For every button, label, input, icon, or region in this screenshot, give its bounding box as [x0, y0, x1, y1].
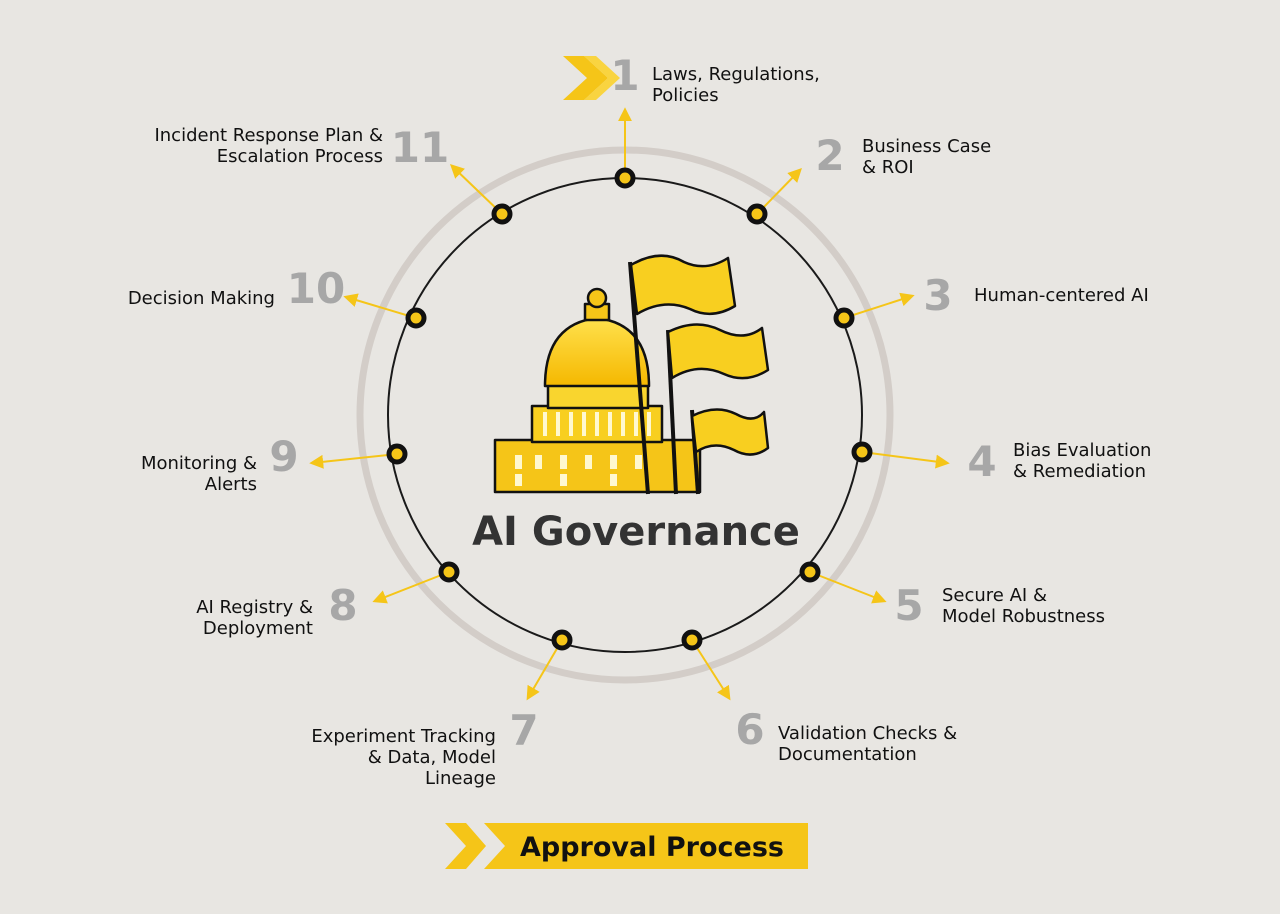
step-7-number: 7: [509, 706, 538, 755]
step-3-label: Human-centered AI: [974, 285, 1149, 306]
step-10-node: [405, 307, 427, 329]
step-9-label: Monitoring &Alerts: [141, 453, 257, 495]
capitol-building-with-flags-icon: [493, 254, 770, 495]
diagram-title: AI Governance: [472, 509, 800, 555]
step-11-number: 11: [391, 123, 449, 172]
step-4-number: 4: [967, 437, 996, 486]
step-10-arrow: [343, 293, 417, 319]
step-9-label-line: Alerts: [205, 474, 257, 495]
step-3-label-line: Human-centered AI: [974, 285, 1149, 306]
step-2-label-line: & ROI: [862, 157, 914, 178]
step-9-number: 9: [269, 432, 298, 481]
step-6-arrow: [691, 639, 731, 701]
connector-arrows: [309, 107, 950, 701]
step-1-label: Laws, Regulations,Policies: [652, 64, 820, 106]
step-7-arrow: [526, 639, 563, 701]
step-2-number: 2: [815, 131, 844, 180]
step-6-label-line: Documentation: [778, 744, 917, 765]
step-8-arrow: [372, 571, 450, 604]
step-8-label: AI Registry &Deployment: [196, 597, 313, 639]
step-6-label: Validation Checks &Documentation: [778, 723, 957, 765]
banner-chevron-icon: [445, 823, 486, 869]
step-5-node: [799, 561, 821, 583]
step-4-label-line: & Remediation: [1013, 461, 1146, 482]
step-1-label-line: Policies: [652, 85, 719, 106]
approval-process-banner: Approval Process: [445, 823, 808, 869]
step-4-label: Bias Evaluation& Remediation: [1013, 440, 1151, 482]
step-11-label-line: Incident Response Plan &: [154, 125, 383, 146]
step-9-arrow: [309, 453, 398, 469]
step-10-number: 10: [287, 264, 345, 313]
step-7-label-line: Lineage: [425, 768, 496, 789]
step-3-arrow: [843, 292, 915, 319]
step-2-label: Business Case& ROI: [862, 136, 991, 178]
step-9-node: [386, 443, 408, 465]
step-1-node: [614, 167, 636, 189]
step-8-node: [438, 561, 460, 583]
step-7-node: [551, 629, 573, 651]
step-4-node: [851, 441, 873, 463]
step-8-label-line: AI Registry &: [196, 597, 313, 618]
step-11-label-line: Escalation Process: [217, 146, 383, 167]
step-3-node: [833, 307, 855, 329]
step-4-arrow: [861, 451, 950, 469]
step-1-number: 1: [610, 51, 639, 100]
step-5-label-line: Secure AI &: [942, 585, 1047, 606]
step-7-label-line: & Data, Model: [368, 747, 496, 768]
step-1-label-line: Laws, Regulations,: [652, 64, 820, 85]
step-5-arrow: [809, 571, 887, 604]
step-11-label: Incident Response Plan &Escalation Proce…: [154, 125, 383, 167]
step-11-node: [491, 203, 513, 225]
step-9-label-line: Monitoring &: [141, 453, 257, 474]
step-5-number: 5: [894, 581, 923, 630]
ring-nodes: [386, 167, 873, 651]
banner-background: [484, 823, 808, 869]
step-8-number: 8: [328, 581, 357, 630]
double-chevron-right-icon: [563, 56, 620, 100]
approval-process-label: Approval Process: [520, 832, 784, 863]
step-numbers: 1 2 3 4 5 6 7 8 9 10 11: [269, 51, 996, 755]
step-2-label-line: Business Case: [862, 136, 991, 157]
step-10-label-line: Decision Making: [128, 288, 275, 309]
step-8-label-line: Deployment: [203, 618, 313, 639]
step-3-number: 3: [923, 271, 952, 320]
step-6-node: [681, 629, 703, 651]
step-6-label-line: Validation Checks &: [778, 723, 957, 744]
step-4-label-line: Bias Evaluation: [1013, 440, 1151, 461]
step-11-arrow: [449, 164, 503, 215]
step-7-label-line: Experiment Tracking: [311, 726, 496, 747]
step-6-number: 6: [735, 705, 764, 754]
step-10-label: Decision Making: [128, 288, 275, 309]
step-5-label-line: Model Robustness: [942, 606, 1105, 627]
step-2-node: [746, 203, 768, 225]
step-5-label: Secure AI &Model Robustness: [942, 585, 1105, 627]
